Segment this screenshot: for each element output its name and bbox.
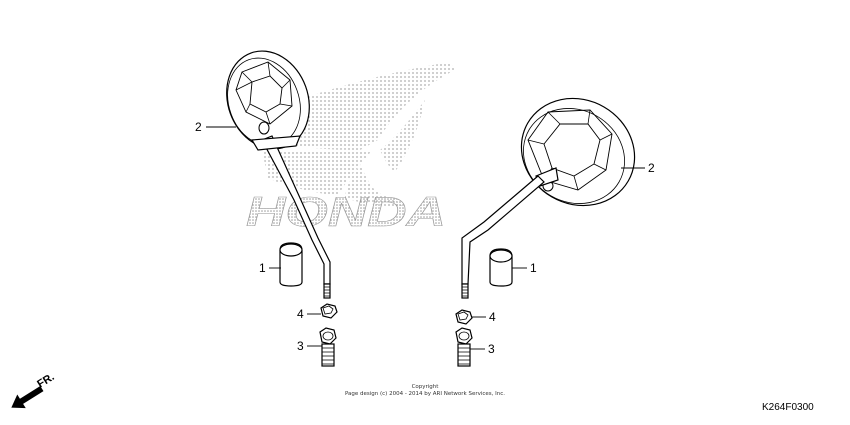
right-cover-part	[489, 248, 513, 287]
callout-left-cover: 1	[259, 261, 266, 275]
callout-left-nut: 4	[297, 307, 304, 321]
front-direction-indicator: FR.	[11, 371, 57, 409]
right-mirror-head	[520, 97, 636, 207]
right-adapter-part	[455, 327, 473, 367]
copyright-title: Copyright	[411, 384, 439, 390]
left-mirror-assembly	[226, 50, 338, 367]
watermark-text: HONDA	[246, 188, 446, 235]
left-cover-part	[279, 242, 303, 287]
left-mirror-head	[226, 50, 310, 150]
right-mirror-assembly	[455, 97, 636, 367]
leader-lines	[206, 126, 645, 350]
front-arrow-icon	[11, 386, 44, 409]
copyright-notice: Page design (c) 2004 - 2014 by ARI Netwo…	[344, 391, 506, 397]
callout-left-adapter: 3	[297, 339, 304, 353]
callout-right-mirror: 2	[648, 161, 655, 175]
wing-feather-shape	[380, 100, 425, 172]
callout-right-adapter: 3	[488, 342, 495, 356]
left-mirror-stay	[250, 135, 331, 299]
right-nut-part	[455, 309, 473, 325]
right-stay-thread	[461, 283, 469, 299]
left-adapter-part	[319, 327, 337, 367]
left-stay-thread	[323, 283, 331, 299]
callout-right-cover: 1	[530, 261, 537, 275]
left-nut-part	[320, 303, 338, 319]
wing-lower-shape	[300, 165, 405, 208]
right-mirror-stay	[461, 175, 545, 299]
callout-left-mirror: 2	[195, 120, 202, 134]
diagram-reference-code: K264F0300	[762, 402, 814, 413]
callout-right-nut: 4	[489, 310, 496, 324]
